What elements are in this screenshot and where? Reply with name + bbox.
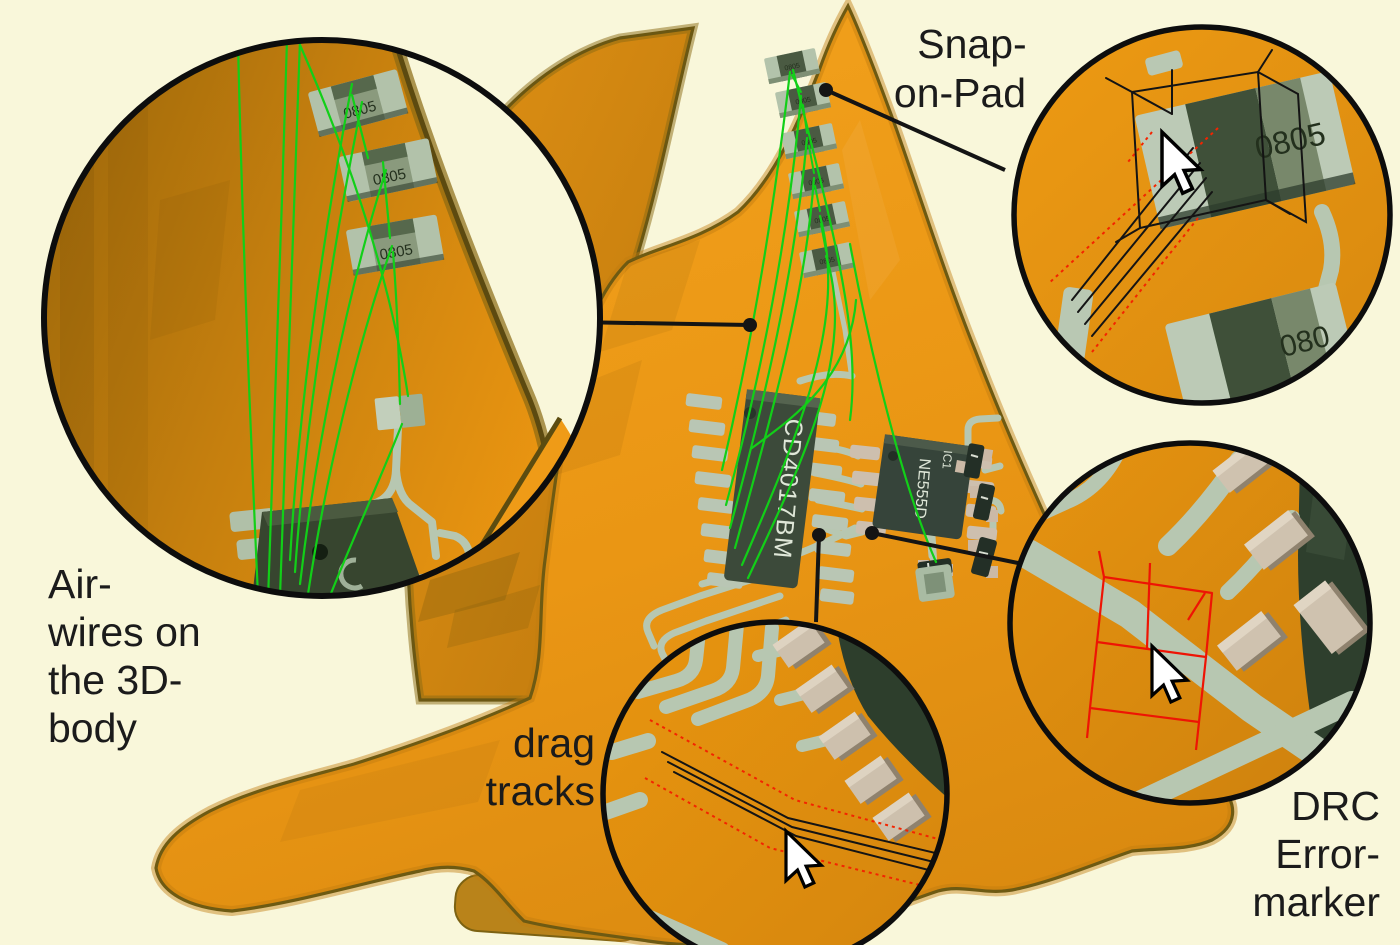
label-airwires-4: body (48, 705, 137, 751)
airwires (720, 68, 938, 580)
magnifier-drc-ring (1007, 440, 1373, 806)
label-drag-tracks-2: tracks (486, 768, 595, 814)
zoom-airwires (236, 40, 410, 596)
magnifier-snap-ring (1011, 24, 1393, 406)
snap-rubber-red (1047, 127, 1219, 353)
magnifier-airwires-ring (41, 37, 603, 599)
callout-dot-airwires (743, 318, 757, 332)
callout-line-drc (871, 531, 1019, 565)
callout-dot-drag-tracks (812, 528, 826, 542)
svg-text:0805: 0805 (784, 62, 801, 72)
label-drag-tracks-1: drag (513, 720, 595, 766)
resistor-0805: 0805 (775, 82, 832, 119)
svg-text:0805: 0805 (808, 177, 825, 187)
svg-text:0805: 0805 (795, 96, 812, 106)
drag-pads (772, 622, 932, 843)
ic-ne555-ref: IC1 (939, 450, 955, 470)
annotation-labels: Snap- on-Pad Air- wires on the 3D- body … (47, 21, 1380, 925)
ic-ne555-part: NE555D (911, 458, 933, 520)
zoom-resistor-0805: 0805 (338, 138, 438, 203)
magnifier-drag-ring (600, 619, 950, 945)
drag-rubber-red (644, 719, 947, 891)
snap-bounding-box (1105, 49, 1308, 243)
zoom-resistor-0805: 0805 (308, 69, 409, 138)
zoom-ic (246, 498, 436, 596)
drc-error-marker-box (1085, 550, 1214, 751)
svg-text:0805: 0805 (814, 215, 831, 225)
callout-dot-drc (865, 526, 879, 540)
label-snap-on-pad-1: Snap- (917, 21, 1026, 67)
callout-line-snap-on-pad (825, 88, 1006, 172)
main-circuit: CD4017BM IC1 NE555D (643, 48, 1005, 673)
zoom-resistor-0805: 0805 (346, 214, 445, 276)
label-drc-3: marker (1252, 879, 1380, 925)
magnifier-airwires: 0805 0805 0805 (41, 37, 603, 599)
svg-text:0805: 0805 (801, 137, 818, 147)
callout-line-drag-tracks (814, 534, 821, 623)
label-airwires-1: Air- (48, 561, 112, 607)
label-airwires-2: wires on (47, 609, 201, 655)
label-drc-1: DRC (1291, 783, 1380, 829)
label-airwires-3: the 3D- (48, 657, 182, 703)
small-component (915, 564, 955, 602)
svg-text:0805: 0805 (371, 166, 407, 190)
magnifier-snap-on-pad: 0805 080 (1011, 24, 1393, 406)
label-snap-on-pad-2: on-Pad (894, 70, 1026, 116)
callout-dot-snap-on-pad (819, 83, 833, 97)
drag-track-lines (661, 751, 947, 877)
label-drc-2: Error- (1275, 831, 1380, 877)
pcb-3d-body (156, 6, 1233, 945)
